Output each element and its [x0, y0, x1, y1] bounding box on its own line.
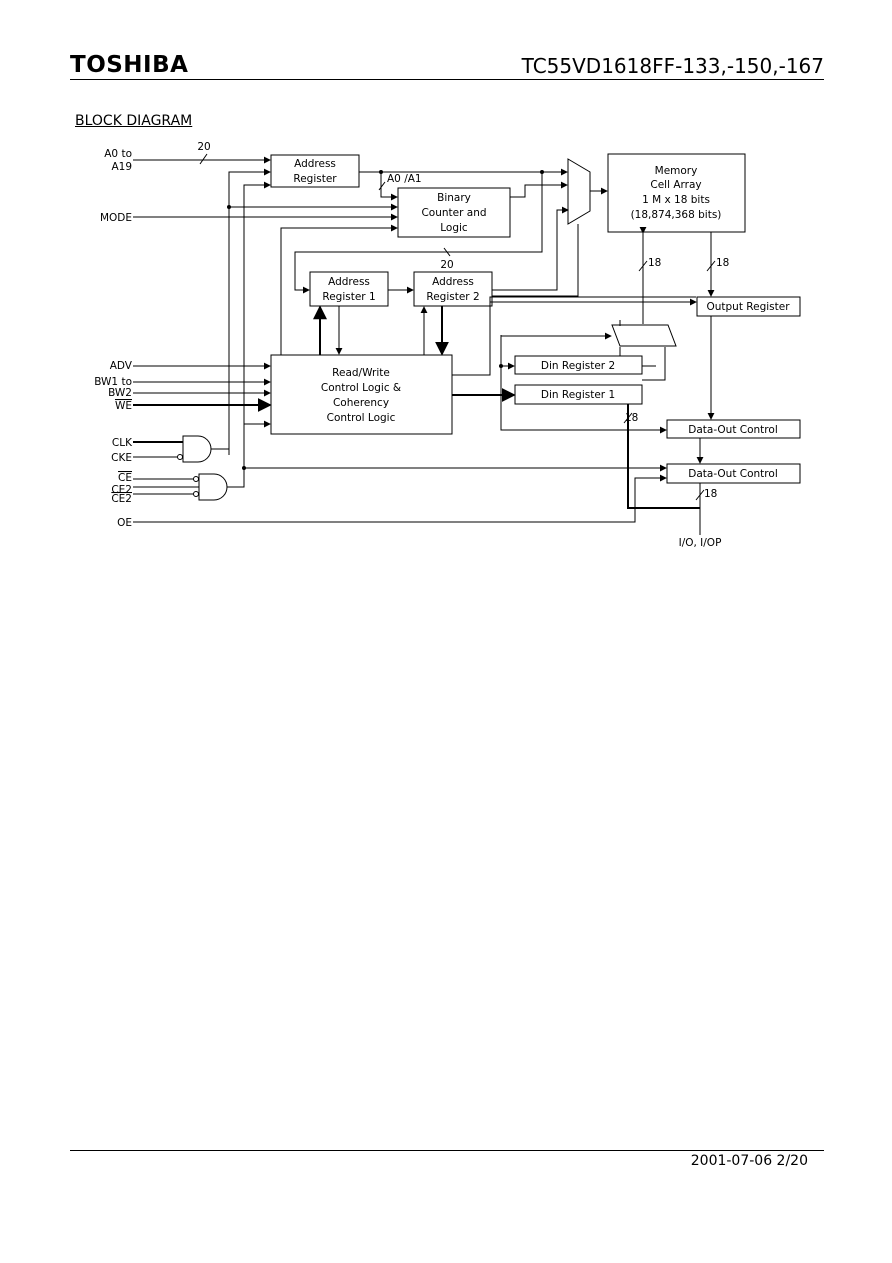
binary-counter-box — [397, 187, 511, 238]
address-register-1-box — [309, 271, 389, 307]
label-oe: OE — [117, 517, 132, 529]
section-title: BLOCK DIAGRAM — [75, 113, 193, 129]
doc1-label: Data-Out Control — [688, 424, 777, 436]
label-a19: A19 — [111, 161, 132, 173]
bus-width-io: 18 — [704, 488, 717, 500]
addr-reg2-line1: Address — [432, 276, 474, 288]
addr-reg1-line1: Address — [328, 276, 370, 288]
rw-control-box — [270, 354, 453, 435]
label-cke: CKE — [111, 452, 132, 464]
din-reg1-label: Din Register 1 — [541, 389, 615, 401]
label-ce: CE — [118, 472, 132, 484]
label-bw1-to: BW1 to — [94, 376, 132, 388]
ce2b-bubble — [193, 491, 199, 497]
rw-line4: Control Logic — [327, 412, 396, 424]
wires — [133, 153, 716, 535]
din-reg2-label: Din Register 2 — [541, 360, 615, 372]
addr-reg2-line2: Register 2 — [426, 291, 479, 303]
bus-width-mem-in: 18 — [648, 257, 661, 269]
rw-line3: Coherency — [333, 397, 389, 409]
ce-and-gate — [198, 473, 228, 501]
rw-line2: Control Logic & — [321, 382, 401, 394]
header-rule — [70, 79, 824, 80]
addr-reg1-line2: Register 1 — [322, 291, 375, 303]
label-ce2: CE2 — [111, 484, 132, 496]
label-a0-to: A0 to — [104, 148, 132, 160]
bus-width-address-in: 20 — [197, 141, 210, 153]
binary-counter-line3: Logic — [440, 222, 468, 234]
memory-line4: (18,874,368 bits) — [631, 209, 722, 221]
footer-rule — [70, 1150, 824, 1151]
bus-width-counter-out: 20 — [440, 259, 453, 271]
address-register-line2: Register — [293, 173, 337, 185]
binary-counter-line2: Counter and — [421, 207, 486, 219]
ce-bubble — [193, 476, 199, 482]
data-out-control-1-box — [666, 419, 801, 439]
output-register-box — [696, 296, 801, 317]
label-mode: MODE — [100, 212, 132, 224]
cke-bubble — [177, 454, 183, 460]
rw-line1: Read/Write — [332, 367, 390, 379]
doc2-label: Data-Out Control — [688, 468, 777, 480]
memory-line3: 1 M x 18 bits — [642, 194, 710, 206]
part-number: TC55VD1618FF-133,-150,-167 — [521, 54, 824, 78]
clk-cke-and-gate — [182, 435, 212, 463]
address-register-line1: Address — [294, 158, 336, 170]
label-io: I/O, I/OP — [679, 537, 722, 549]
footer-date-page: 2001-07-06 2/20 — [690, 1153, 808, 1169]
label-ce2b: CE2 — [111, 493, 132, 505]
address-mux — [567, 158, 591, 225]
data-out-control-2-box — [666, 463, 801, 484]
output-mux — [611, 324, 677, 347]
label-adv: ADV — [110, 360, 133, 372]
memory-line1: Memory — [655, 165, 698, 177]
din-register-2-box — [514, 355, 643, 375]
address-register-box — [270, 154, 360, 188]
label-a0a1: A0 /A1 — [387, 173, 422, 185]
memory-cell-array-box — [607, 153, 746, 233]
output-register-label: Output Register — [706, 301, 790, 313]
label-we: WE — [115, 400, 132, 412]
toshiba-logo: TOSHIBA — [70, 52, 189, 78]
bus-width-mem-out: 18 — [716, 257, 729, 269]
memory-line2: Cell Array — [650, 179, 701, 191]
label-bw2: BW2 — [108, 387, 132, 399]
binary-counter-line1: Binary — [437, 192, 471, 204]
label-clk: CLK — [112, 437, 133, 449]
address-register-2-box — [413, 271, 493, 307]
